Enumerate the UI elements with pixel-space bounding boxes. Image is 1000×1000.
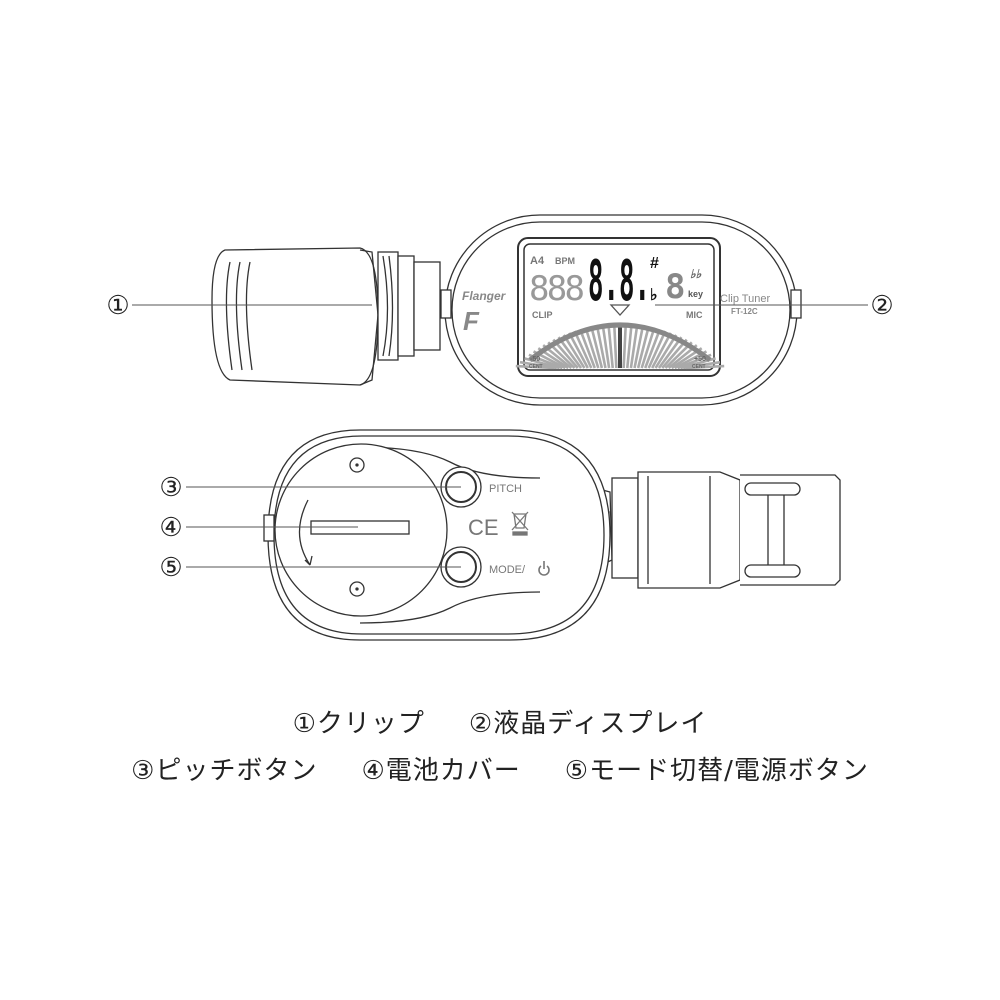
meter-segment (590, 326, 604, 369)
meter-segment (657, 336, 683, 369)
plus-50-label: +50 (694, 356, 706, 363)
callout-4: ④ (159, 513, 182, 543)
lcd-screen (523, 243, 715, 371)
meter-segment (557, 336, 583, 369)
ce-mark: CE (468, 515, 499, 540)
bpm-digits: 888 (529, 269, 585, 309)
meter-segment (573, 330, 593, 369)
in-tune-indicator (609, 304, 631, 316)
meter-segment (562, 334, 586, 369)
callout-lines (132, 304, 868, 568)
meter-segment (647, 330, 667, 369)
cent-right-label: CENT (692, 364, 706, 370)
power-icon (538, 561, 550, 576)
caption-mode-button: ⑤モード切替/電源ボタン (564, 756, 869, 786)
caption-lcd: ②液晶ディスプレイ (468, 709, 708, 739)
caption-battery-cover: ④電池カバー (361, 756, 521, 786)
meter-segment (644, 328, 662, 369)
meter-segment (625, 324, 633, 369)
note-digits: 8.8. (588, 249, 650, 314)
clip (211, 247, 441, 386)
callout-5: ⑤ (159, 553, 182, 583)
weee-bin-icon (511, 511, 529, 536)
key-label: key (688, 289, 703, 299)
flat-symbol: ♭ (650, 287, 658, 304)
front-view: A4 BPM 888 8.8. # ♭ 8 ♭♭ key CLIP MIC -5… (211, 214, 802, 406)
sharp-symbol: # (650, 255, 659, 272)
key-flats: ♭♭ (690, 267, 702, 281)
meter-segment (636, 326, 650, 369)
meter-segment (654, 334, 678, 369)
caption-line-2: ③ピッチボタン ④電池カバー ⑤モード切替/電源ボタン (0, 750, 1000, 787)
model-number: FT-12C (731, 307, 758, 316)
meter-segment (584, 327, 600, 369)
mic-label: MIC (686, 310, 703, 320)
meter-arc (528, 322, 712, 362)
meter-segment (601, 324, 611, 369)
meter-segment (578, 328, 596, 369)
meter-segment (622, 324, 628, 369)
meter-segment (629, 324, 639, 369)
clip-label: CLIP (532, 310, 553, 320)
caption-clip: ①クリップ (292, 709, 425, 739)
meter-segment (607, 324, 615, 369)
cent-left-label: CENT (529, 364, 543, 370)
caption-line-1: ①クリップ ②液晶ディスプレイ (0, 703, 1000, 740)
brand-name: Flanger (462, 289, 507, 303)
product-name: Clip Tuner (720, 293, 770, 305)
meter-segment (595, 325, 607, 369)
mode-label: MODE/ (489, 564, 526, 576)
meter-segment (651, 332, 672, 369)
caption-pitch-button: ③ピッチボタン (131, 756, 318, 786)
a4-label: A4 (530, 255, 545, 267)
minus-50-label: -50 (530, 356, 540, 363)
key-digit: 8 (665, 267, 685, 307)
open-arrow-icon (298, 499, 313, 566)
pitch-label: PITCH (489, 483, 522, 495)
meter-segment (519, 360, 557, 370)
bpm-label: BPM (555, 256, 575, 266)
callout-3: ③ (159, 473, 182, 503)
meter-segment (640, 327, 656, 369)
meter-segment (612, 324, 618, 369)
back-view: PITCH MODE/ CE (263, 429, 841, 641)
meter-segment (568, 332, 589, 369)
lcd-frame (517, 237, 721, 377)
meter-segment (633, 325, 645, 369)
callout-1: ① (106, 291, 129, 321)
brand-logo: F (463, 306, 480, 336)
battery-cover[interactable] (274, 443, 448, 617)
meter-segment (685, 364, 725, 370)
callout-2: ② (870, 291, 893, 321)
